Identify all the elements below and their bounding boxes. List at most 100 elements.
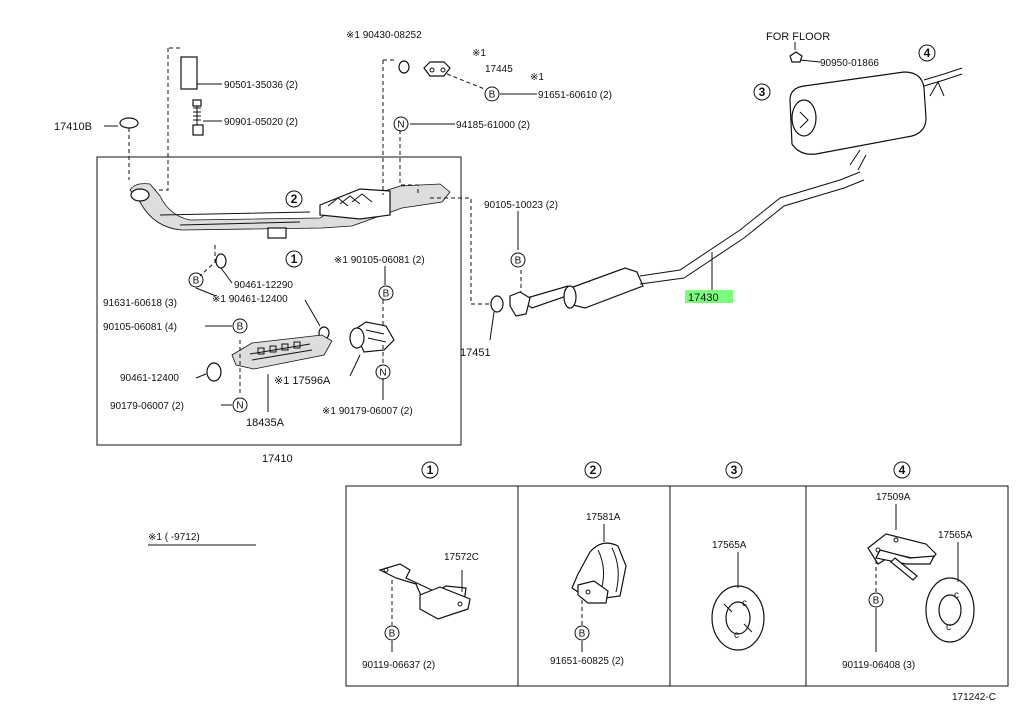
callout-4-detail: 4: [893, 461, 911, 479]
marker-B-detail-4: B: [868, 592, 884, 608]
svg-text:c: c: [946, 622, 951, 633]
label-17430[interactable]: 17430: [688, 292, 719, 304]
label-91651-60610[interactable]: 91651-60610 (2): [538, 90, 612, 101]
footnote: ※1 ( -9712): [148, 532, 200, 543]
bracket-17572C[interactable]: [378, 563, 471, 620]
callout-1-detail: 1: [421, 461, 439, 479]
label-91631-60618[interactable]: 91631-60618 (3): [103, 298, 177, 309]
label-17410B[interactable]: 17410B: [54, 121, 92, 133]
marker-B-detail-2: B: [574, 625, 590, 641]
svg-text:2: 2: [291, 192, 298, 206]
label-91651-60825[interactable]: 91651-60825 (2): [550, 656, 624, 667]
label-90950-01866[interactable]: 90950-01866: [820, 58, 879, 69]
label-18435A[interactable]: 18435A: [246, 417, 285, 429]
label-90105-06081-4[interactable]: 90105-06081 (4): [103, 322, 177, 333]
svg-text:B: B: [389, 629, 396, 640]
svg-text:B: B: [237, 322, 244, 333]
gasket-17451[interactable]: [490, 295, 504, 313]
gasket-90430[interactable]: [398, 60, 410, 74]
label-90119-06637[interactable]: 90119-06637 (2): [362, 660, 435, 671]
cushion-17565A-3[interactable]: c c: [711, 585, 765, 651]
gasket-17445[interactable]: [423, 61, 451, 77]
front-pipe-assembly-box: [96, 156, 462, 446]
callout-3-main: 3: [753, 83, 771, 101]
svg-text:2: 2: [590, 463, 597, 477]
detail-panel-box: [345, 485, 1009, 687]
callout-3-detail: 3: [725, 461, 743, 479]
svg-text:B: B: [383, 289, 390, 300]
label-17596A[interactable]: ※1 17596A: [274, 375, 331, 387]
label-90179-06007-b[interactable]: ※1 90179-06007 (2): [322, 406, 413, 417]
svg-text:B: B: [489, 90, 496, 101]
svg-text:3: 3: [731, 463, 738, 477]
marker-B-detail-1: B: [384, 625, 400, 641]
heat-insulator-18435A[interactable]: [231, 334, 333, 370]
label-90430-08252[interactable]: ※1 90430-08252: [346, 30, 422, 41]
svg-text:N: N: [397, 120, 404, 131]
pipe-piece-17596A[interactable]: [349, 321, 395, 353]
spring-part[interactable]: [180, 56, 198, 90]
label-17410[interactable]: 17410: [262, 453, 293, 465]
label-17565A-detail-3[interactable]: 17565A: [712, 540, 747, 551]
callout-2-main: 2: [285, 190, 303, 208]
svg-text:B: B: [873, 596, 880, 607]
label-90461-12400[interactable]: 90461-12400: [120, 373, 179, 384]
hanger-17581A[interactable]: [571, 542, 627, 604]
label-90119-06408[interactable]: 90119-06408 (3): [842, 660, 915, 671]
callout-2-detail: 2: [584, 461, 602, 479]
label-90461-12290[interactable]: 90461-12290: [234, 280, 293, 291]
label-17572C[interactable]: 17572C: [444, 552, 479, 563]
svg-text:c: c: [734, 630, 739, 641]
label-17581A[interactable]: 17581A: [586, 512, 621, 523]
label-90105-10023[interactable]: 90105-10023 (2): [484, 200, 558, 211]
svg-text:c: c: [954, 590, 959, 601]
gasket-17410B[interactable]: [119, 117, 139, 129]
label-90105-06081-2[interactable]: ※1 90105-06081 (2): [334, 255, 425, 266]
svg-text:B: B: [515, 256, 522, 267]
svg-text:N: N: [236, 401, 243, 412]
marker-B-91631: B: [188, 272, 204, 288]
label-17565A-detail-4[interactable]: 17565A: [938, 530, 973, 541]
svg-text:B: B: [193, 276, 200, 287]
label-94185-61000[interactable]: 94185-61000 (2): [456, 120, 530, 131]
marker-N-94185: N: [393, 116, 409, 132]
label-90461-12400-note[interactable]: ※1 90461-12400: [212, 294, 288, 305]
bolt-90950[interactable]: [789, 51, 803, 63]
label-for-floor: FOR FLOOR: [766, 31, 830, 43]
clamp-90461-12400[interactable]: [206, 362, 222, 382]
marker-B-90105-06081a: B: [232, 318, 248, 334]
marker-B-90105-10023: B: [510, 252, 526, 268]
svg-text:4: 4: [924, 46, 931, 60]
label-90901-05020[interactable]: 90901-05020 (2): [224, 117, 298, 128]
svg-text:3: 3: [759, 85, 766, 99]
label-91651-60610-note: ※1: [530, 72, 544, 83]
label-17451[interactable]: 17451: [460, 347, 491, 359]
marker-B-91651: B: [484, 86, 500, 102]
label-17445-note: ※1: [472, 48, 486, 59]
highlight-17430: [685, 290, 733, 303]
front-pipe[interactable]: [129, 183, 451, 239]
label-17445[interactable]: 17445: [485, 64, 513, 75]
label-90179-06007-a[interactable]: 90179-06007 (2): [110, 401, 184, 412]
svg-text:N: N: [379, 368, 386, 379]
callout-4-main: 4: [918, 44, 936, 62]
svg-text:1: 1: [291, 252, 298, 266]
svg-text:c: c: [742, 598, 747, 609]
marker-B-90105-06081b: B: [378, 285, 394, 301]
label-90501-35036[interactable]: 90501-35036 (2): [224, 80, 298, 91]
marker-N-90179a: N: [232, 397, 248, 413]
callout-1-main: 1: [285, 250, 303, 268]
diagram-id: 171242-C: [952, 692, 996, 703]
svg-text:1: 1: [427, 463, 434, 477]
clamp-90461-12290[interactable]: [215, 253, 227, 269]
cushion-17565A-4[interactable]: c c: [925, 577, 975, 643]
marker-N-90179b: N: [375, 364, 391, 380]
bracket-17509A[interactable]: [867, 533, 937, 581]
flange-part[interactable]: [509, 291, 531, 317]
svg-text:4: 4: [899, 463, 906, 477]
bolt-part[interactable]: [192, 99, 204, 136]
tailpipe-assembly-17430[interactable]: [518, 67, 963, 309]
svg-text:B: B: [579, 629, 586, 640]
label-17509A[interactable]: 17509A: [876, 492, 911, 503]
